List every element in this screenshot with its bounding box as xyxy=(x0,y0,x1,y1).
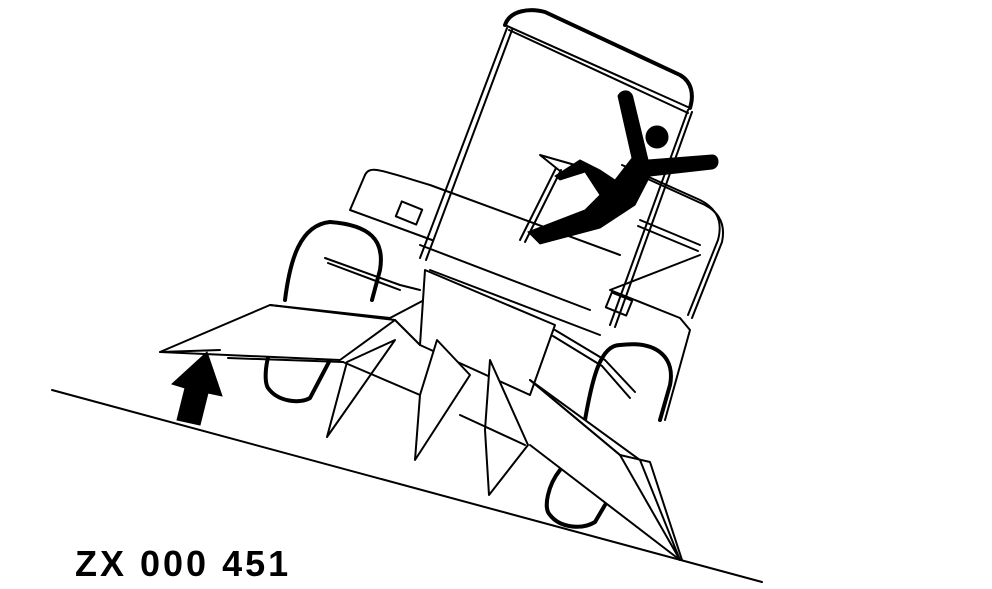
rear-wheels xyxy=(283,220,673,422)
engine-body xyxy=(349,168,701,421)
operator-figure-icon xyxy=(527,90,719,245)
cab xyxy=(419,8,724,328)
figure-reference-code: ZX 000 451 xyxy=(75,543,292,584)
header-cutter xyxy=(159,257,683,561)
slope-line xyxy=(51,389,763,583)
up-arrow-icon xyxy=(171,351,223,426)
